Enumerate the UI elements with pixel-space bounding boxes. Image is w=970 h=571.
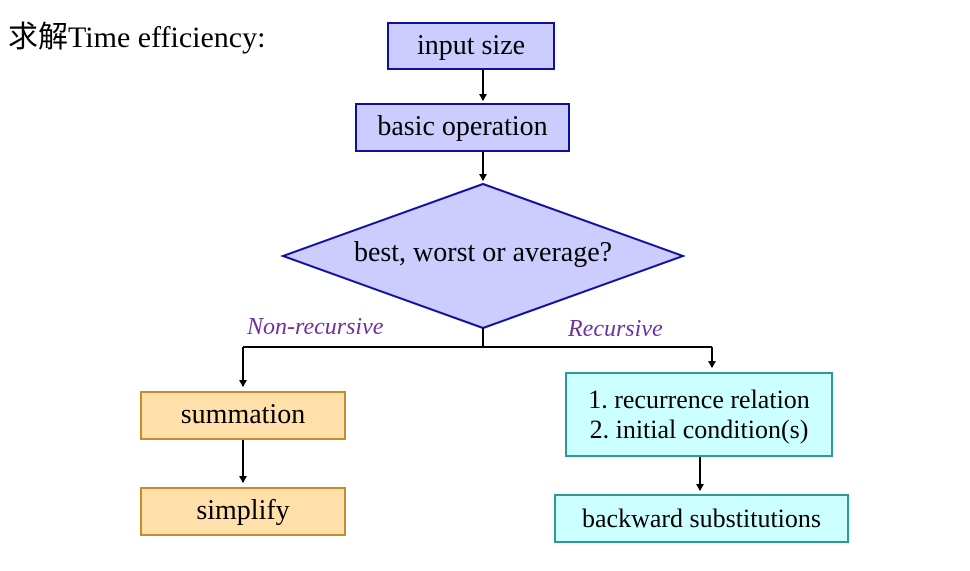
node-basic-operation: basic operation	[355, 103, 570, 152]
branch-label-non-recursive: Non-recursive	[247, 314, 384, 340]
node-input-size-label: input size	[416, 29, 526, 61]
node-backward-substitutions: backward substitutions	[554, 494, 849, 543]
node-summation-label: summation	[180, 399, 306, 431]
page-title: 求解Time efficiency:	[8, 21, 266, 54]
branch-label-recursive: Recursive	[568, 316, 663, 342]
node-simplify: simplify	[140, 487, 346, 536]
node-basic-operation-label: basic operation	[377, 111, 548, 143]
decision-label: best, worst or average?	[353, 237, 613, 268]
node-recurrence: 1. recurrence relation 2. initial condit…	[565, 372, 833, 457]
node-simplify-label: simplify	[196, 495, 290, 527]
node-recurrence-line1: 1. recurrence relation	[588, 384, 810, 414]
node-summation: summation	[140, 391, 346, 440]
node-input-size: input size	[387, 22, 555, 70]
node-backward-label: backward substitutions	[581, 503, 822, 533]
node-recurrence-line2: 2. initial condition(s)	[589, 414, 809, 444]
